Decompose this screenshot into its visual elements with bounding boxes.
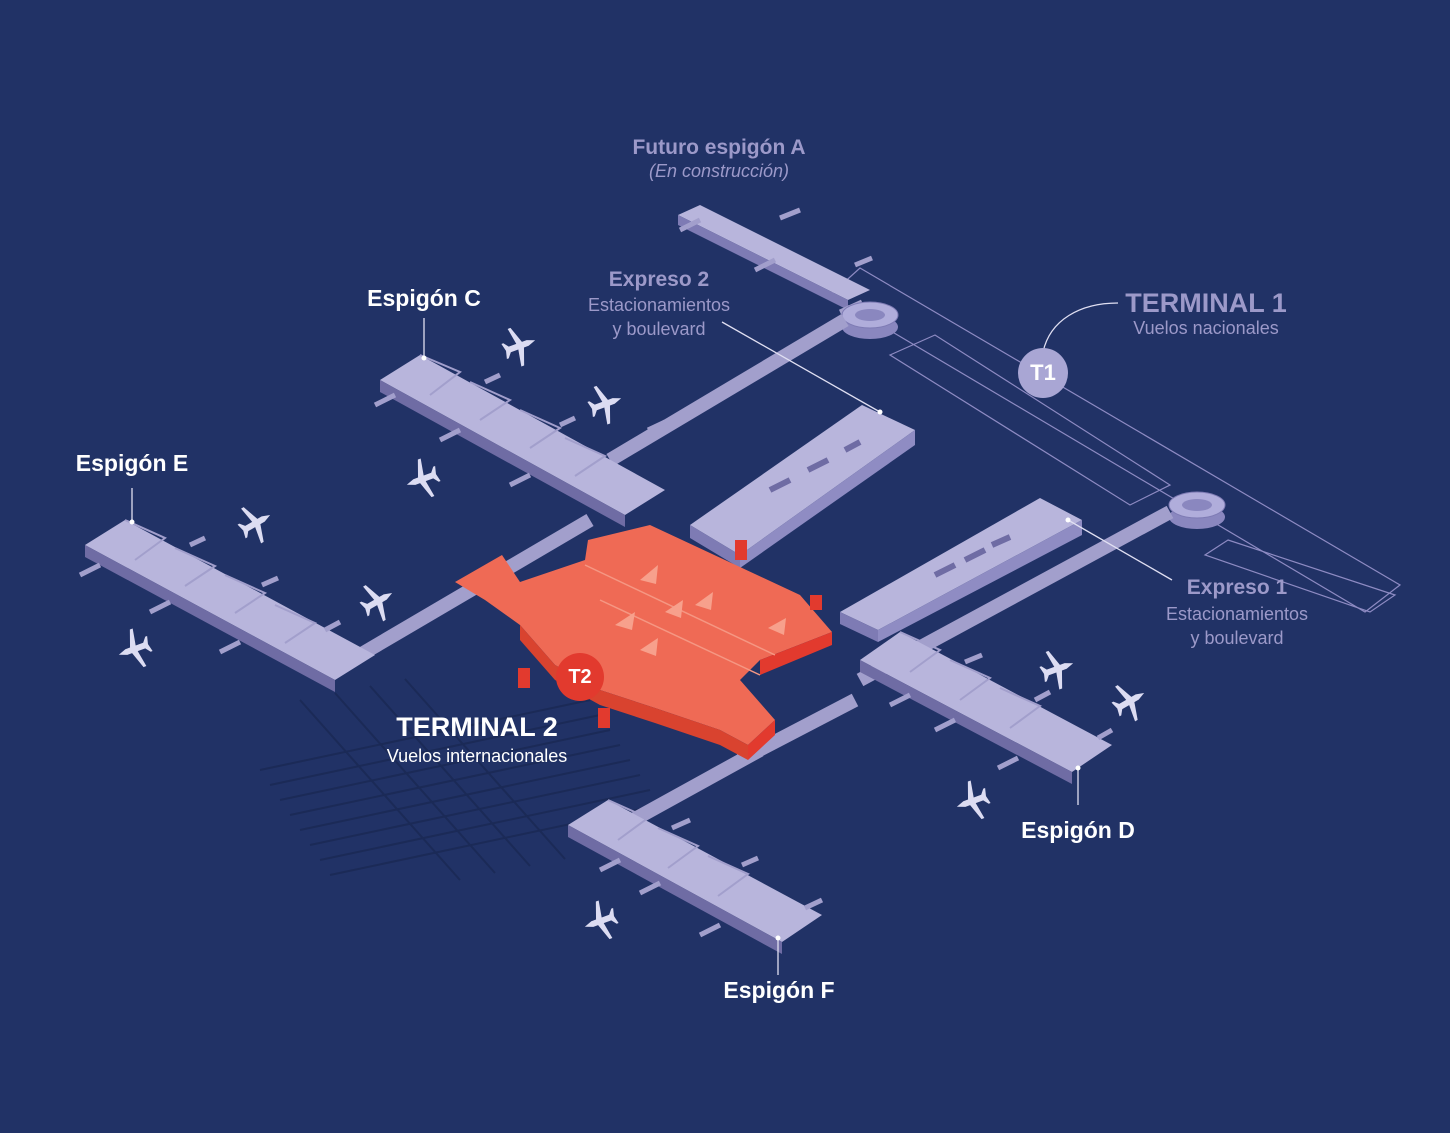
future-pier-a-title: Futuro espigón A [632, 136, 806, 159]
pier-a-future [678, 205, 873, 315]
pier-c-label: Espigón C [367, 285, 481, 311]
terminal-1-subtitle: Vuelos nacionales [1133, 318, 1279, 338]
terminal-2-title: TERMINAL 2 [396, 712, 558, 742]
leader-dots [129, 355, 1081, 941]
expreso-2-subtitle-2: y boulevard [612, 319, 706, 339]
expreso-1-subtitle-1: Estacionamientos [1165, 604, 1309, 624]
expreso-1-title: Expreso 1 [1186, 576, 1288, 599]
terminal-2-subtitle: Vuelos internacionales [386, 746, 568, 766]
terminal-2-badge: T2 [556, 653, 604, 701]
expreso-2-title: Expreso 2 [608, 268, 710, 291]
pier-f [568, 799, 824, 954]
terminal-2-building [455, 525, 832, 760]
expreso-1-subtitle-2: y boulevard [1190, 628, 1284, 648]
apron-grid [259, 678, 661, 881]
leader-lines [131, 302, 1173, 975]
terminal-1-outline [828, 267, 1402, 613]
pier-d [860, 631, 1114, 784]
terminal-1-title: TERMINAL 1 [1125, 288, 1287, 318]
terminal-1-badge: T1 [1018, 348, 1068, 398]
pier-e-label: Espigón E [75, 450, 189, 476]
expreso-2-building [690, 405, 915, 568]
pier-f-label: Espigón F [723, 977, 835, 1003]
future-pier-a-subtitle: (En construcción) [648, 161, 790, 181]
expreso-1-building [840, 498, 1082, 642]
pier-e [78, 519, 375, 692]
expreso-2-subtitle-1: Estacionamientos [587, 295, 731, 315]
pier-d-label: Espigón D [1021, 817, 1135, 843]
terminal-1-rotundas [841, 301, 1226, 529]
pier-c [373, 354, 667, 527]
